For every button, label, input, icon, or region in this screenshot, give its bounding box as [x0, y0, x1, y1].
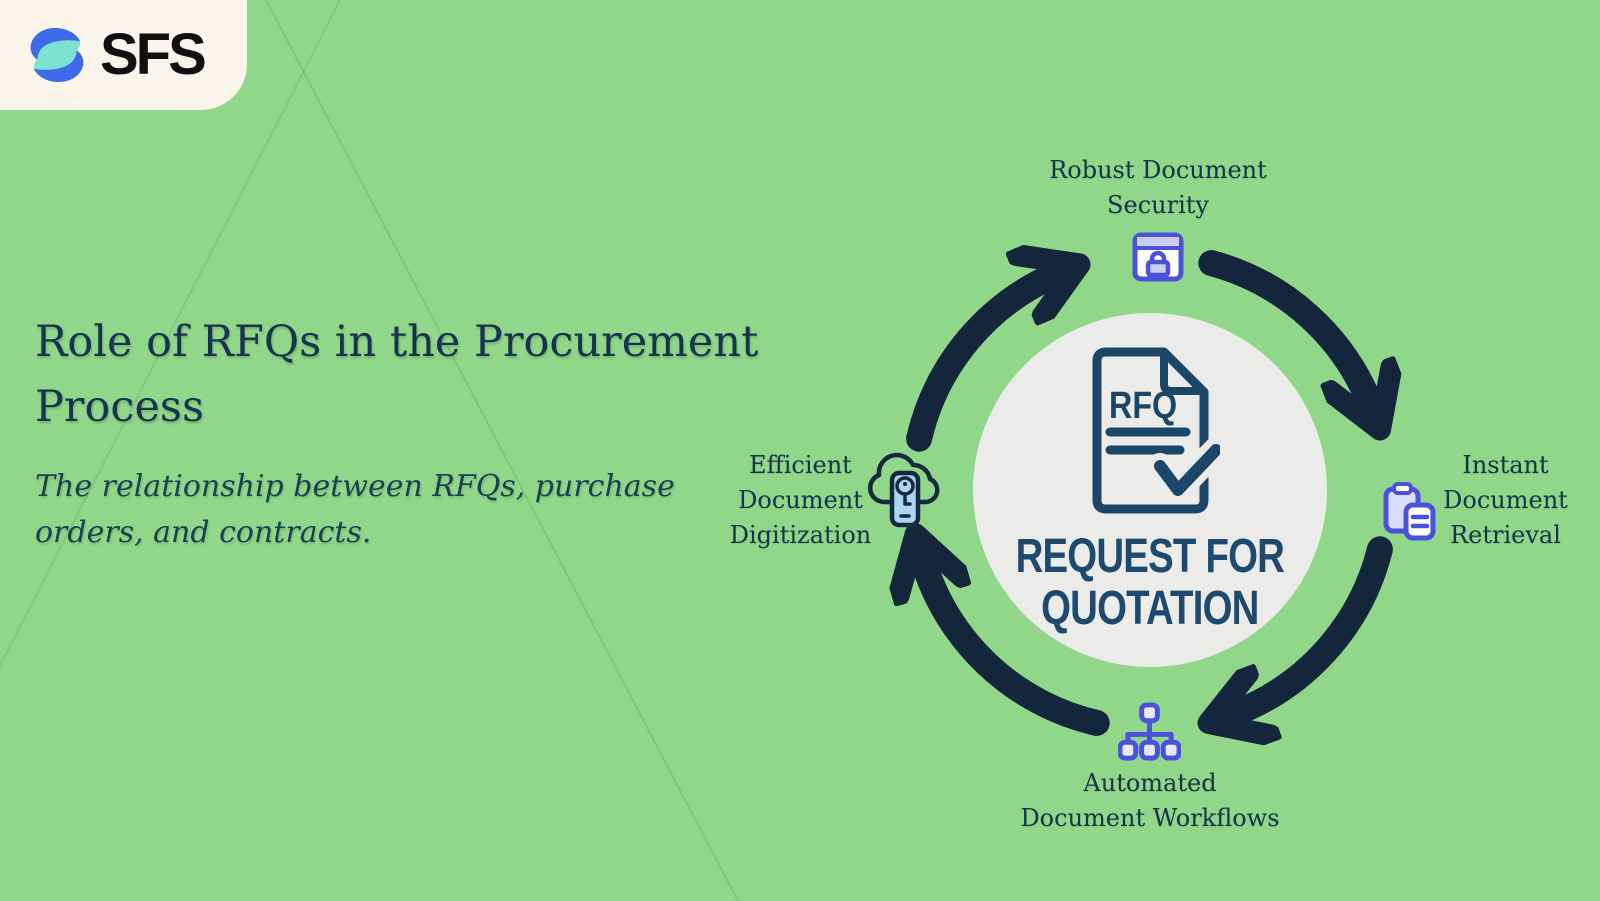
- logo-card: SFS: [0, 0, 247, 110]
- cycle-arrow-bottom-left: [922, 557, 1110, 736]
- cloud-device-key-icon: [867, 452, 940, 528]
- cycle-arrow-bottom-right: [1231, 536, 1393, 714]
- page-subtitle: The relationship between RFQs, purchase …: [35, 469, 675, 550]
- center-title-line1: REQUEST FOR: [1015, 530, 1285, 583]
- center-title: REQUEST FOR QUOTATION: [982, 531, 1318, 635]
- page-title: Role of RFQs in the Procurement Process: [35, 317, 759, 432]
- sfs-logo-icon: [30, 28, 84, 82]
- cycle-arrow-top-right: [1198, 250, 1371, 407]
- label-automated-document-workflows: Automated Document Workflows: [1020, 769, 1280, 832]
- label-robust-document-security: Robust Document Security: [1049, 156, 1267, 219]
- clipboard-copy-icon: [1383, 482, 1436, 541]
- browser-lock-icon: [1132, 232, 1184, 282]
- cycle-arrow-top-left: [906, 274, 1057, 452]
- headline-block: Role of RFQs in the Procurement Process …: [35, 310, 765, 556]
- rfq-document-icon: RFQ: [1092, 347, 1220, 514]
- rfq-icon-label: RFQ: [1109, 385, 1177, 427]
- brand-name: SFS: [100, 22, 207, 87]
- center-title-line2: QUOTATION: [1041, 582, 1259, 635]
- center-circle: RFQ REQUEST FOR QUOTATION: [973, 313, 1327, 667]
- hierarchy-workflow-icon: [1118, 702, 1181, 761]
- label-efficient-document-digitization: Efficient Document Digitization: [729, 451, 872, 549]
- label-instant-document-retrieval: Instant Document Retrieval: [1443, 451, 1568, 549]
- cycle-ring: [880, 222, 1420, 762]
